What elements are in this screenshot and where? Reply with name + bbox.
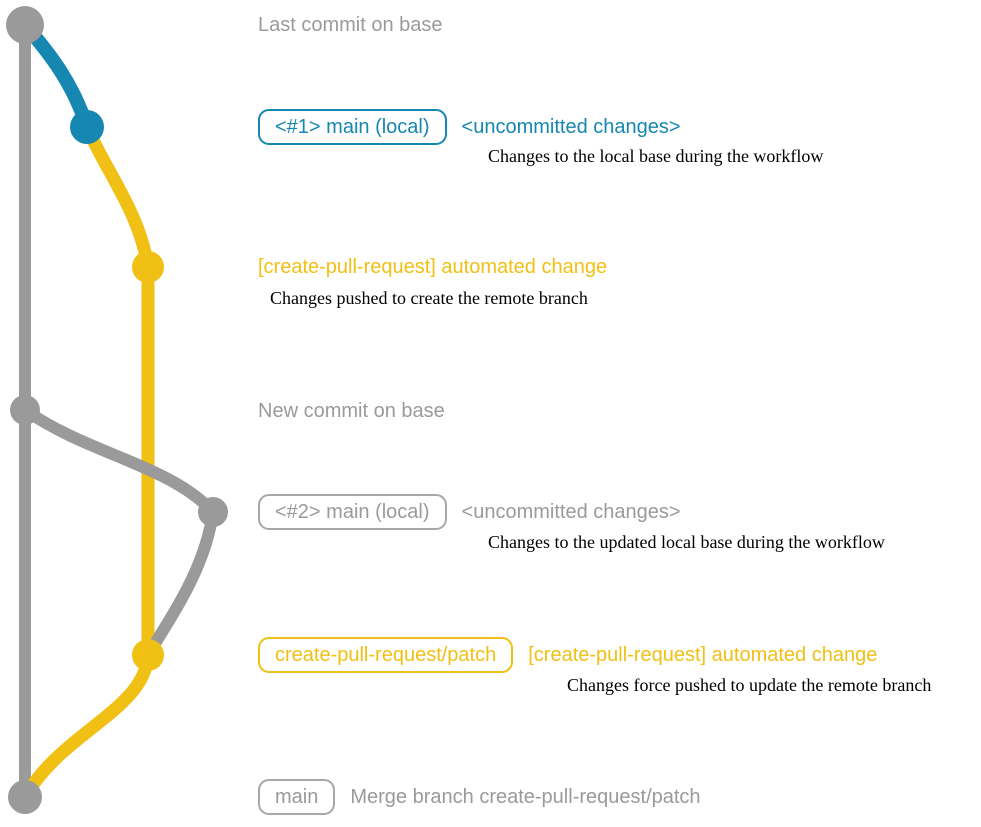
rebase-branch-curve <box>19 404 219 518</box>
commit-dot-patch-2 <box>132 639 164 671</box>
note-pushed-create-remote-branch: Changes pushed to create the remote bran… <box>270 288 588 308</box>
commit-message-automated-change-1: [create-pull-request] automated change <box>258 256 608 278</box>
status-uncommitted-changes-2: <uncommitted changes> <box>461 501 681 523</box>
commit-dot-main-local-2 <box>198 497 228 527</box>
commit-dot-merge <box>8 780 42 814</box>
note-updated-local-base-changes: Changes to the updated local base during… <box>488 532 885 552</box>
branch-badge-main-local-1: <#1> main (local) <box>258 109 447 145</box>
commit-dot-new-base <box>10 395 40 425</box>
commit-message-automated-change-2: [create-pull-request] automated change <box>528 644 878 666</box>
annotation-new-commit-on-base: New commit on base <box>258 400 445 422</box>
patch-merge-curve <box>18 648 155 804</box>
force-push-curve <box>142 506 219 661</box>
row-patch-branch: create-pull-request/patch [create-pull-r… <box>258 637 877 673</box>
note-force-pushed-update-remote-branch: Changes force pushed to update the remot… <box>567 675 932 695</box>
patch-branch-line <box>81 124 155 655</box>
annotation-last-commit-on-base: Last commit on base <box>258 14 443 36</box>
row-main-local-1: <#1> main (local) <uncommitted changes> <box>258 109 681 145</box>
branch-badge-main-local-2: <#2> main (local) <box>258 494 447 530</box>
status-uncommitted-changes-1: <uncommitted changes> <box>461 116 681 138</box>
commit-dot-main-local-1 <box>70 110 104 144</box>
note-local-base-changes: Changes to the local base during the wor… <box>488 146 824 166</box>
branch-badge-main: main <box>258 779 336 815</box>
branch-badge-create-pull-request-patch: create-pull-request/patch <box>258 637 514 673</box>
row-merge-main: main Merge branch create-pull-request/pa… <box>258 779 701 815</box>
row-main-local-2: <#2> main (local) <uncommitted changes> <box>258 494 681 530</box>
commit-dot-patch-1 <box>132 251 164 283</box>
commit-dot-last-base <box>6 6 44 44</box>
commit-message-merge-branch: Merge branch create-pull-request/patch <box>350 786 701 808</box>
